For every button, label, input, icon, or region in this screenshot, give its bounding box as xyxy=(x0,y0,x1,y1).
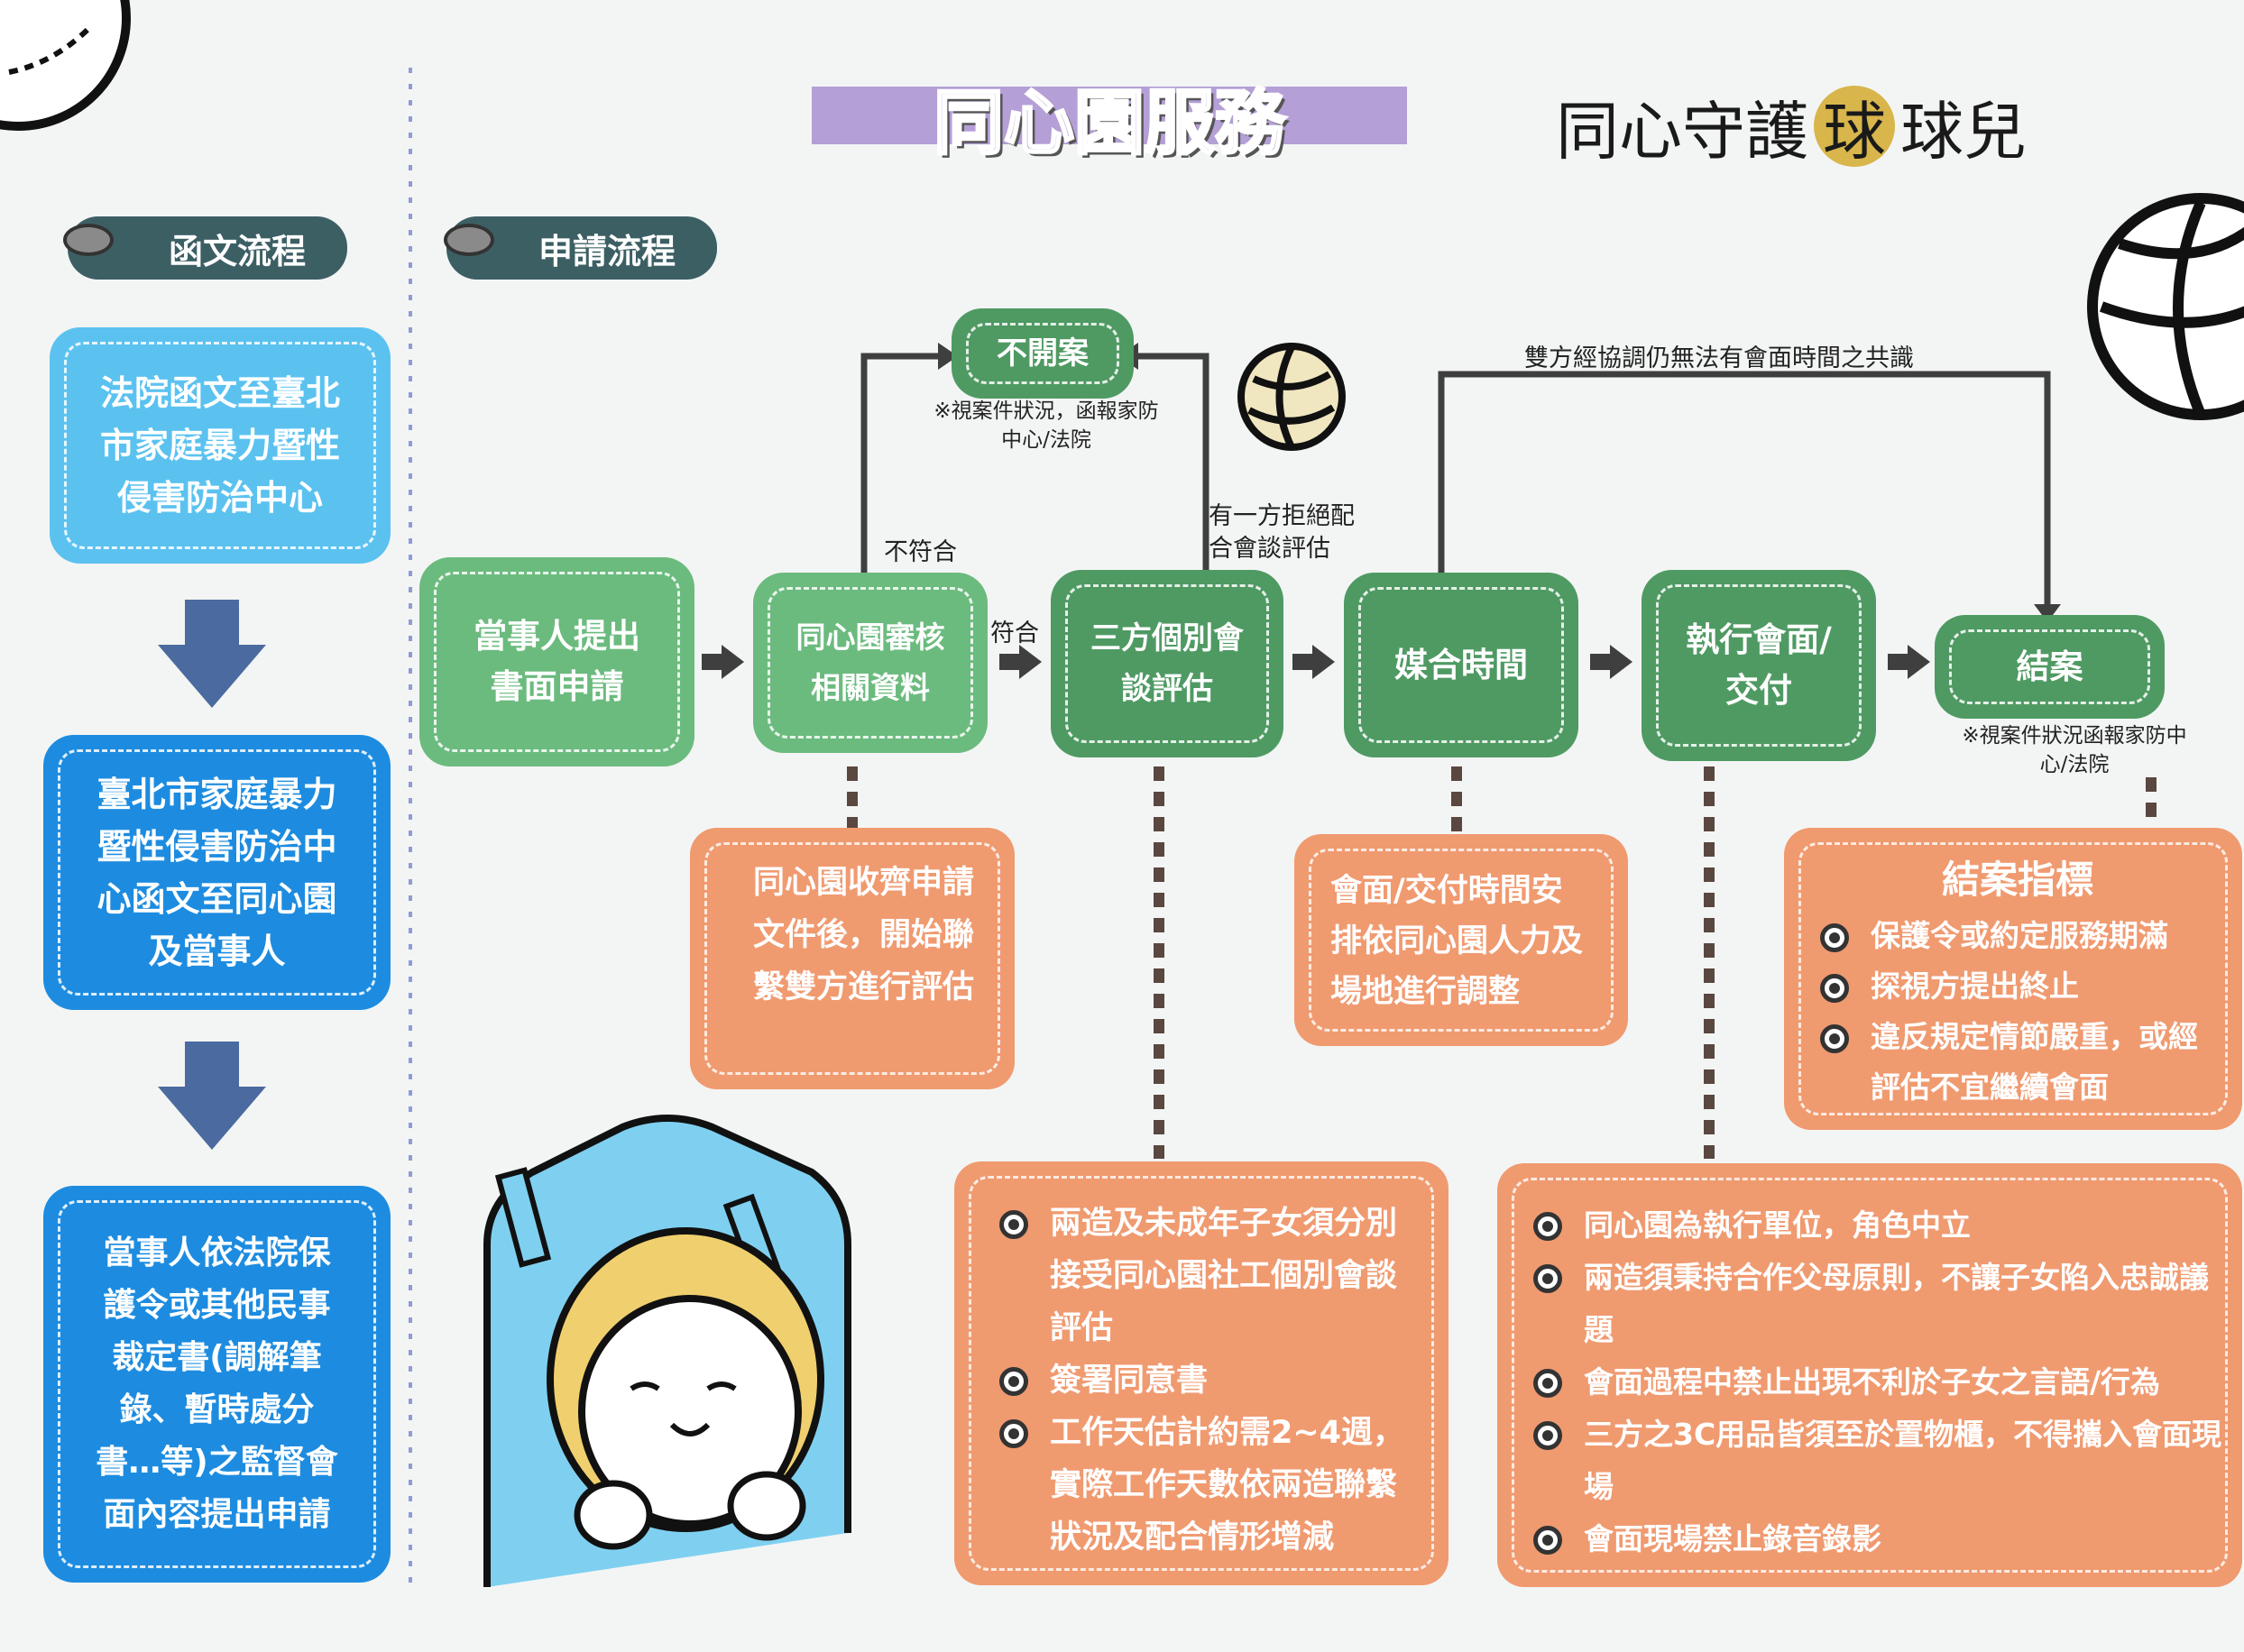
page-title: 同心園服務 xyxy=(932,82,1286,166)
label-no-consensus: 雙方經協調仍無法有會面時間之共識 xyxy=(1524,344,1914,372)
brand-tail: 球兒 xyxy=(1900,94,2027,169)
section-title-letter-flow: 函文流程 xyxy=(68,216,347,280)
flow-step-close: 結案 xyxy=(1935,615,2165,719)
section-title-apply-flow: 申請流程 xyxy=(446,216,717,280)
list-item-text: 簽署同意書 xyxy=(1050,1363,1209,1399)
closing-indicators: 結案指標 保護令或約定服務期滿探視方提出終止違反規定情節嚴重，或經評估不宜繼續會… xyxy=(1784,828,2242,1130)
bullet-ball-icon xyxy=(1533,1264,1562,1293)
bullet-ball-icon xyxy=(1533,1369,1562,1398)
list-item-text: 會面現場禁止錄音錄影 xyxy=(1584,1521,1881,1556)
detail-review: 同心園收齊申請文件後，開始聯繫雙方進行評估 xyxy=(690,828,1015,1089)
letter-step-1-text: 法院函文至臺北市家庭暴力暨性侵害防治中心 xyxy=(99,373,340,518)
list-item: 工作天估計約需2~4週，實際工作天數依兩造聯繫狀況及配合情形增減 xyxy=(999,1407,1412,1564)
brand-ball: 球 xyxy=(1814,86,1895,169)
detail-matching-text: 會面/交付時間安排依同心園人力及場地進行調整 xyxy=(1330,873,1584,1010)
flow-step-apply: 當事人提出書面申請 xyxy=(419,557,694,766)
bullet-ball-icon xyxy=(1820,974,1849,1003)
list-item-text: 探視方提出終止 xyxy=(1871,968,2079,1004)
label-refuse: 有一方拒絕配合會談評估 xyxy=(1209,502,1355,563)
execution-rules-list: 同心園為執行單位，角色中立兩造須秉持合作父母原則，不讓子女陷入忠誠議題會面過程中… xyxy=(1533,1199,2224,1565)
list-item: 違反規定情節嚴重，或經評估不宜繼續會面 xyxy=(1820,1012,2215,1113)
brand-main: 同心守護 xyxy=(1556,94,1808,169)
letter-step-2-text: 臺北市家庭暴力暨性侵害防治中心函文至同心園及當事人 xyxy=(97,774,337,971)
list-item: 同心園為執行單位，角色中立 xyxy=(1533,1199,2224,1252)
brand-logo: 同心守護 球 球兒 xyxy=(1556,81,2027,171)
bullet-ball-icon xyxy=(1533,1421,1562,1450)
reject-note: ※視案件狀況，函報家防中心/法院 xyxy=(933,399,1159,452)
mascot-illustration xyxy=(483,1115,851,1587)
bullet-ball-icon xyxy=(999,1367,1028,1396)
list-item: 兩造及未成年子女須分別接受同心園社工個別會談評估 xyxy=(999,1198,1412,1354)
execution-rules: 同心園為執行單位，角色中立兩造須秉持合作父母原則，不讓子女陷入忠誠議題會面過程中… xyxy=(1497,1163,2242,1587)
list-item: 探視方提出終止 xyxy=(1820,961,2215,1012)
label-match: 符合 xyxy=(990,620,1039,647)
bullet-ball-icon xyxy=(1533,1212,1562,1241)
flow-step-matching-text: 媒合時間 xyxy=(1394,645,1528,684)
letter-step-2: 臺北市家庭暴力暨性侵害防治中心函文至同心園及當事人 xyxy=(43,735,391,1010)
list-item-text: 兩造及未成年子女須分別接受同心園社工個別會談評估 xyxy=(1050,1206,1398,1346)
flow-step-review: 同心園審核相關資料 xyxy=(753,573,988,753)
list-item: 保護令或約定服務期滿 xyxy=(1820,911,2215,961)
volleyball-icon xyxy=(2087,193,2244,420)
assessment-details: 兩造及未成年子女須分別接受同心園社工個別會談評估簽署同意書工作天估計約需2~4週… xyxy=(954,1161,1448,1585)
down-arrow-icon xyxy=(158,600,266,1150)
letter-step-3: 當事人依法院保護令或其他民事裁定書(調解筆錄、暫時處分書…等)之監督會面內容提出… xyxy=(43,1186,391,1583)
bullet-ball-icon xyxy=(999,1419,1028,1448)
list-item: 三方之3C用品皆須至於置物櫃，不得攜入會面現場 xyxy=(1533,1409,2224,1513)
list-item: 會面現場禁止錄音錄影 xyxy=(1533,1513,2224,1565)
baseball-icon xyxy=(0,0,131,131)
closing-indicators-list: 保護令或約定服務期滿探視方提出終止違反規定情節嚴重，或經評估不宜繼續會面 xyxy=(1820,911,2215,1113)
flow-step-close-text: 結案 xyxy=(2016,647,2083,686)
flow-step-matching: 媒合時間 xyxy=(1344,573,1578,757)
reject-case-text: 不開案 xyxy=(997,335,1089,372)
list-item-text: 工作天估計約需2~4週，實際工作天數依兩造聯繫狀況及配合情形增減 xyxy=(1050,1415,1405,1556)
flow-step-review-text: 同心園審核相關資料 xyxy=(796,620,945,705)
letter-step-3-text: 當事人依法院保護令或其他民事裁定書(調解筆錄、暫時處分書…等)之監督會面內容提出… xyxy=(96,1234,338,1533)
list-item-text: 同心園為執行單位，角色中立 xyxy=(1584,1207,1971,1243)
football-icon xyxy=(444,224,494,256)
closing-indicators-title: 結案指標 xyxy=(1941,858,2093,902)
section-title-text: 函文流程 xyxy=(168,231,306,271)
detail-matching: 會面/交付時間安排依同心園人力及場地進行調整 xyxy=(1294,834,1628,1046)
bullet-ball-icon xyxy=(999,1210,1028,1239)
football-icon xyxy=(63,224,114,256)
list-item-text: 會面過程中禁止出現不利於子女之言語/行為 xyxy=(1584,1364,2161,1400)
flow-arrows xyxy=(702,645,1930,679)
title-bar xyxy=(812,87,1407,144)
flow-step-execute-text: 執行會面/交付 xyxy=(1686,620,1832,710)
reject-case: 不開案 xyxy=(952,308,1134,399)
assessment-details-list: 兩造及未成年子女須分別接受同心園社工個別會談評估簽署同意書工作天估計約需2~4週… xyxy=(999,1198,1412,1564)
list-item-text: 三方之3C用品皆須至於置物櫃，不得攜入會面現場 xyxy=(1584,1417,2222,1504)
close-note: ※視案件狀況函報家防中心/法院 xyxy=(1962,724,2187,776)
list-item: 會面過程中禁止出現不利於子女之言語/行為 xyxy=(1533,1356,2224,1409)
list-item: 簽署同意書 xyxy=(999,1354,1412,1407)
bullet-ball-icon xyxy=(1820,923,1849,952)
list-item-text: 兩造須秉持合作父母原則，不讓子女陷入忠誠議題 xyxy=(1584,1260,2209,1347)
list-item-text: 違反規定情節嚴重，或經評估不宜繼續會面 xyxy=(1871,1019,2198,1105)
letter-step-1: 法院函文至臺北市家庭暴力暨性侵害防治中心 xyxy=(50,327,391,564)
flow-step-apply-text: 當事人提出書面申請 xyxy=(474,617,640,706)
small-volleyball-icon xyxy=(1237,343,1346,451)
detail-review-text: 同心園收齊申請文件後，開始聯繫雙方進行評估 xyxy=(753,865,975,1005)
bullet-ball-icon xyxy=(1533,1526,1562,1555)
section-title-text: 申請流程 xyxy=(538,231,676,271)
flow-step-assessment-text: 三方個別會談評估 xyxy=(1090,620,1244,707)
list-item-text: 保護令或約定服務期滿 xyxy=(1871,918,2168,953)
label-not-match: 不符合 xyxy=(884,538,957,566)
flow-step-execute: 執行會面/交付 xyxy=(1642,570,1876,761)
bullet-ball-icon xyxy=(1820,1024,1849,1053)
list-item: 兩造須秉持合作父母原則，不讓子女陷入忠誠議題 xyxy=(1533,1252,2224,1356)
flow-step-assessment: 三方個別會談評估 xyxy=(1051,570,1283,757)
